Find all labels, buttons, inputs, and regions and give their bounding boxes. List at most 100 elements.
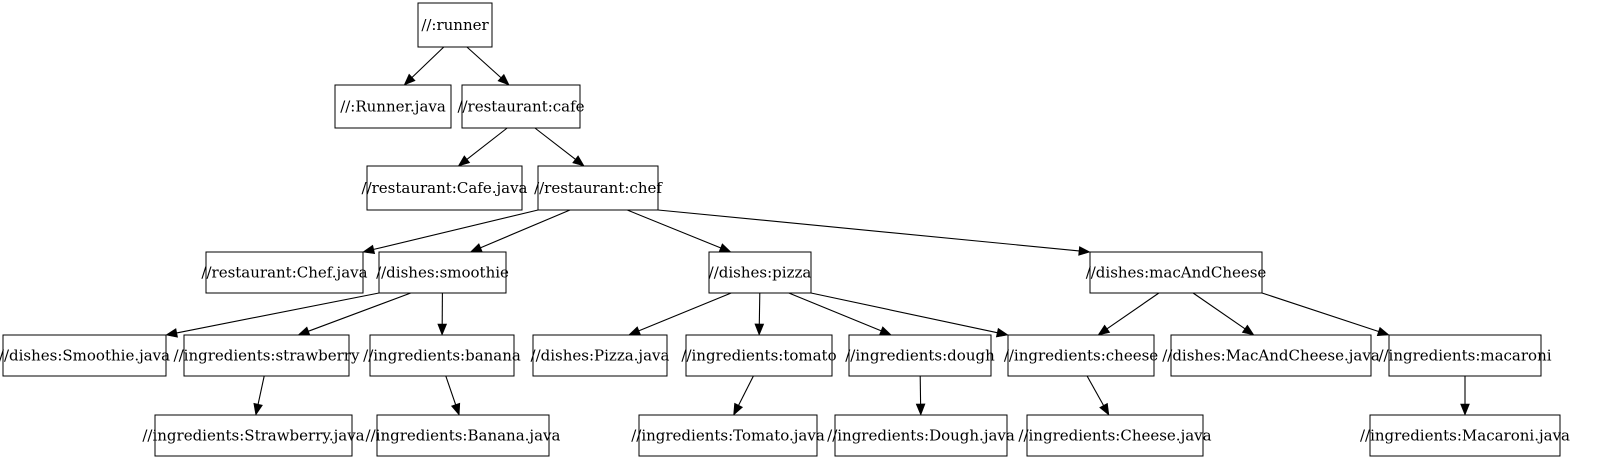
graph-node-tomato_java[interactable]: //ingredients:Tomato.java [631,414,825,457]
node-box[interactable] [1170,334,1372,377]
node-label: //ingredients:tomato [681,347,836,365]
graph-node-tomato[interactable]: //ingredients:tomato [681,334,837,377]
edge-arrowhead-icon [297,326,311,336]
graph-edge [626,209,721,249]
node-box[interactable] [537,165,659,211]
graph-edge [1192,292,1246,330]
edge-arrowhead-icon [915,403,926,416]
graph-edge [788,292,882,332]
node-box[interactable] [205,251,364,294]
node-label: //dishes:macAndCheese [1086,264,1267,282]
graph-node-dough[interactable]: //ingredients:dough [845,334,995,377]
node-label: //:runner [421,16,489,34]
node-box[interactable] [708,251,812,294]
edge-layer [165,46,1470,416]
edge-arrowhead-icon [437,323,448,336]
node-box[interactable] [366,165,523,211]
graph-node-dishes_macandcheese[interactable]: //dishes:macAndCheese [1086,251,1267,294]
graph-node-dough_java[interactable]: //ingredients:Dough.java [827,414,1015,457]
graph-edge [1086,375,1104,406]
node-layer: //:runner //:Runner.java //restaurant:cafe… [0,2,1570,457]
edge-arrowhead-icon [450,402,461,416]
graph-edge [176,292,380,334]
edge-arrowhead-icon [1376,326,1390,337]
edge-arrowhead-icon [165,328,178,338]
node-box[interactable] [2,334,167,377]
edge-arrowhead-icon [733,402,744,416]
graph-node-cafe_java[interactable]: //restaurant:Cafe.java [362,165,528,211]
edge-arrowhead-icon [628,326,642,336]
node-label: //ingredients:Strawberry.java [142,427,364,445]
graph-edge [738,375,754,406]
node-label: //ingredients:cheese [1004,347,1158,365]
node-box[interactable] [183,334,350,377]
node-box[interactable] [532,334,668,377]
node-label: //dishes:Smoothie.java [0,347,170,365]
node-label: //dishes:Pizza.java [531,347,670,365]
node-box[interactable] [417,2,493,48]
graph-edge [308,292,411,332]
node-box[interactable] [834,414,1008,457]
edge-arrowhead-icon [403,73,416,86]
node-box[interactable] [1388,334,1542,377]
graph-node-restaurant_cafe[interactable]: //restaurant:cafe [457,84,585,129]
graph-node-smoothie_java[interactable]: //dishes:Smoothie.java [0,334,170,377]
graph-node-runner[interactable]: //:runner [417,2,493,48]
graph-node-chef_java[interactable]: //restaurant:Chef.java [201,251,368,294]
node-box[interactable] [369,334,515,377]
node-label: //ingredients:strawberry [174,347,360,365]
graph-node-runner_java[interactable]: //:Runner.java [334,84,452,129]
node-label: //ingredients:dough [845,347,995,365]
node-label: //:Runner.java [340,98,446,116]
node-box[interactable] [154,414,353,457]
node-label: //ingredients:Dough.java [827,427,1015,445]
node-box[interactable] [1026,414,1204,457]
node-box[interactable] [334,84,452,129]
graph-node-restaurant_chef[interactable]: //restaurant:chef [534,165,663,211]
node-box[interactable] [848,334,992,377]
node-label: //ingredients:Cheese.java [1018,427,1211,445]
graph-node-macaroni[interactable]: //ingredients:macaroni [1378,334,1552,377]
graph-edge [1106,292,1160,330]
node-box[interactable] [1089,251,1263,294]
graph-node-dishes_pizza[interactable]: //dishes:pizza [708,251,812,294]
node-box[interactable] [378,251,507,294]
graph-node-cheese_java[interactable]: //ingredients:Cheese.java [1018,414,1212,457]
node-label: //ingredients:Banana.java [366,427,561,445]
graph-node-banana[interactable]: //ingredients:banana [363,334,521,377]
graph-node-pizza_java[interactable]: //dishes:Pizza.java [531,334,670,377]
node-label: //ingredients:Macaroni.java [1360,427,1570,445]
graph-node-strawberry[interactable]: //ingredients:strawberry [174,334,360,377]
graph-edge [373,209,539,250]
graph-node-banana_java[interactable]: //ingredients:Banana.java [366,414,561,457]
edge-arrowhead-icon [572,155,585,167]
graph-edge [466,127,508,160]
graph-edge [466,46,502,79]
graph-node-strawberry_java[interactable]: //ingredients:Strawberry.java [142,414,365,457]
node-label: //restaurant:Chef.java [201,264,367,282]
graph-node-dishes_smoothie[interactable]: //dishes:smoothie [376,251,509,294]
edge-arrowhead-icon [995,327,1009,338]
graph-node-macaroni_java[interactable]: //ingredients:Macaroni.java [1360,414,1570,457]
edge-arrowhead-icon [457,155,471,167]
node-box[interactable] [461,84,581,129]
node-box[interactable] [1007,334,1155,377]
node-label: //ingredients:banana [363,347,521,365]
node-box[interactable] [685,334,833,377]
graph-node-macandcheese_java[interactable]: //dishes:MacAndCheese.java [1162,334,1380,377]
node-box[interactable] [376,414,550,457]
graph-edge [638,292,732,332]
edge-arrowhead-icon [497,73,510,86]
graph-edge [480,209,571,249]
graph-edge [657,209,1080,252]
node-box[interactable] [1369,414,1561,457]
edge-arrowhead-icon [253,402,263,416]
graph-edge [758,292,761,325]
edge-arrowhead-icon [718,243,732,253]
graph-node-cheese[interactable]: //ingredients:cheese [1004,334,1158,377]
node-box[interactable] [638,414,818,457]
graph-edge [810,292,998,334]
graph-edge [1261,292,1379,333]
